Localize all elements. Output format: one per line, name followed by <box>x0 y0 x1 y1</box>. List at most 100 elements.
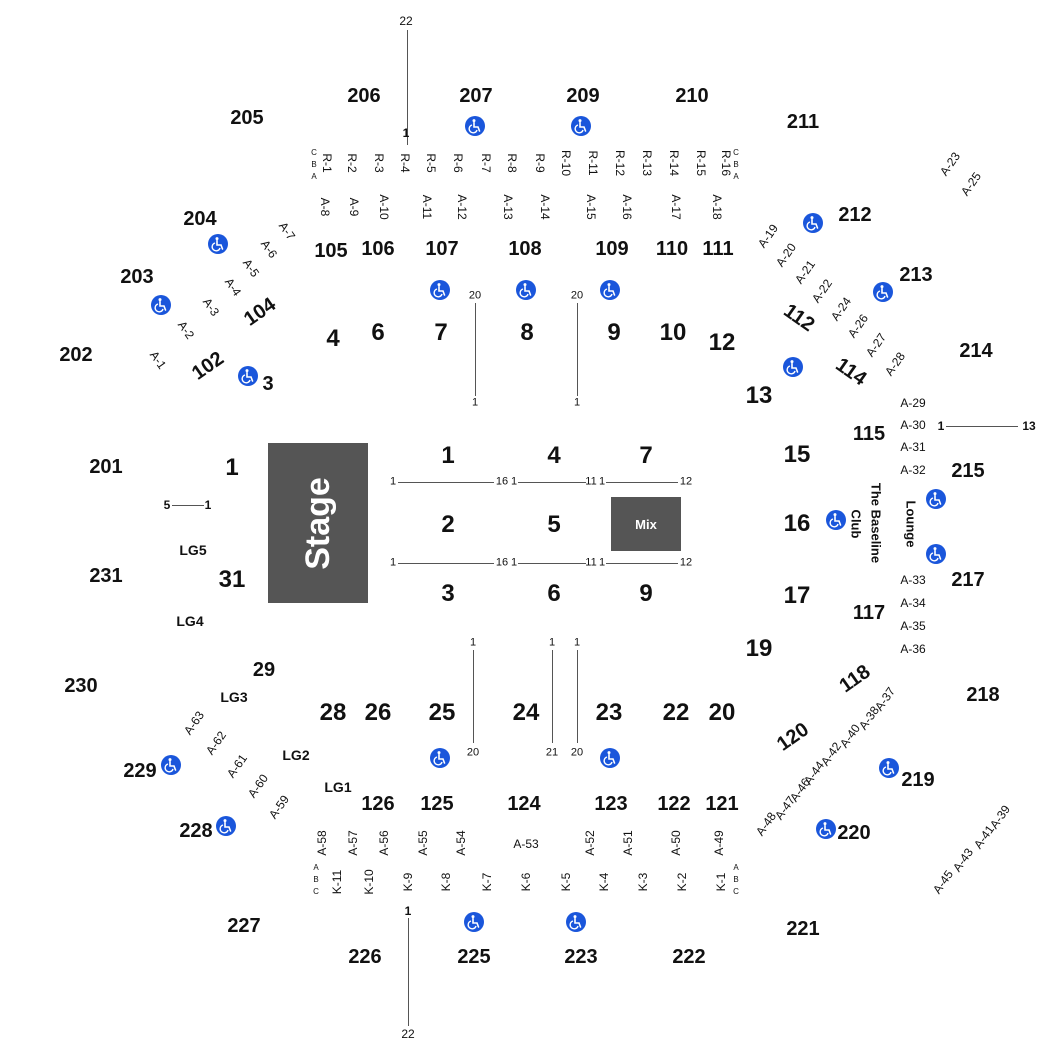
section-122[interactable]: 122 <box>657 793 691 815</box>
box-label[interactable]: A-2 <box>174 318 198 342</box>
section-212[interactable]: 212 <box>838 204 872 226</box>
section-223[interactable]: 223 <box>564 946 598 968</box>
section-225[interactable]: 225 <box>457 946 491 968</box>
section-117[interactable]: 117 <box>852 602 886 624</box>
ring-section-25[interactable]: 25 <box>428 699 456 726</box>
box-label[interactable]: A-29 <box>900 396 926 410</box>
section-124[interactable]: 124 <box>507 793 541 815</box>
section-110[interactable]: 110 <box>655 238 689 260</box>
box-label[interactable]: A-58 <box>315 830 329 856</box>
section-118[interactable]: 118 <box>835 660 875 698</box>
row-label[interactable]: R-9 <box>533 153 547 173</box>
box-label[interactable]: A-3 <box>199 295 223 319</box>
box-label[interactable]: A-43 <box>949 845 977 875</box>
section-211[interactable]: 211 <box>786 111 820 133</box>
row-label[interactable]: K-3 <box>636 872 650 892</box>
row-label[interactable]: R-14 <box>667 149 681 177</box>
box-label[interactable]: A-60 <box>244 771 272 801</box>
section-105[interactable]: 105 <box>314 240 348 262</box>
box-label[interactable]: A-28 <box>881 349 909 379</box>
ring-section-3[interactable]: 3 <box>262 373 274 395</box>
ring-section-28[interactable]: 28 <box>319 699 347 726</box>
section-126[interactable]: 126 <box>361 793 395 815</box>
box-label[interactable]: A-30 <box>900 418 926 432</box>
loge-lg1[interactable]: LG1 <box>324 779 352 795</box>
box-label[interactable]: A-10 <box>377 194 391 220</box>
box-label[interactable]: A-11 <box>420 194 434 220</box>
box-label[interactable]: A-53 <box>513 837 539 851</box>
row-label[interactable]: K-6 <box>519 872 533 892</box>
section-207[interactable]: 207 <box>459 85 493 107</box>
box-label[interactable]: A-63 <box>180 708 208 738</box>
section-213[interactable]: 213 <box>899 264 933 286</box>
section-206[interactable]: 206 <box>347 85 381 107</box>
box-label[interactable]: A-27 <box>862 330 890 360</box>
box-label[interactable]: A-34 <box>900 596 926 610</box>
section-205[interactable]: 205 <box>230 107 264 129</box>
row-label[interactable]: R-3 <box>372 153 386 173</box>
section-112[interactable]: 112 <box>779 299 819 337</box>
loge-lg3[interactable]: LG3 <box>220 689 248 705</box>
ring-section-7[interactable]: 7 <box>434 319 448 346</box>
row-label[interactable]: K-8 <box>439 872 453 892</box>
ring-section-22[interactable]: 22 <box>662 699 690 726</box>
box-label[interactable]: A-24 <box>827 294 855 324</box>
box-label[interactable]: A-25 <box>957 169 985 199</box>
row-label[interactable]: K-11 <box>330 869 344 895</box>
box-label[interactable]: A-16 <box>620 194 634 220</box>
row-label[interactable]: K-2 <box>675 872 689 892</box>
ring-section-24[interactable]: 24 <box>512 699 540 726</box>
box-label[interactable]: A-62 <box>202 728 230 758</box>
box-label[interactable]: A-33 <box>900 573 926 587</box>
box-label[interactable]: A-55 <box>416 830 430 856</box>
section-201[interactable]: 201 <box>89 456 123 478</box>
box-label[interactable]: A-49 <box>712 830 726 856</box>
box-label[interactable]: A-32 <box>900 463 926 477</box>
box-label[interactable]: A-23 <box>936 149 964 179</box>
section-215[interactable]: 215 <box>951 460 985 482</box>
ring-section-1[interactable]: 1 <box>225 454 239 481</box>
section-210[interactable]: 210 <box>675 85 709 107</box>
section-219[interactable]: 219 <box>901 769 935 791</box>
section-125[interactable]: 125 <box>420 793 454 815</box>
section-108[interactable]: 108 <box>508 238 542 260</box>
box-label[interactable]: A-18 <box>710 194 724 220</box>
row-label[interactable]: R-6 <box>451 153 465 173</box>
section-217[interactable]: 217 <box>951 569 985 591</box>
floor-section-5[interactable]: 5 <box>547 511 561 538</box>
box-label[interactable]: A-36 <box>900 642 926 656</box>
section-111[interactable]: 111 <box>702 238 734 260</box>
box-label[interactable]: A-12 <box>455 194 469 220</box>
box-label[interactable]: A-21 <box>791 257 819 287</box>
box-label[interactable]: A-5 <box>239 256 263 280</box>
section-107[interactable]: 107 <box>425 238 459 260</box>
floor-section-3[interactable]: 3 <box>441 580 455 607</box>
section-203[interactable]: 203 <box>120 266 154 288</box>
ring-section-4[interactable]: 4 <box>326 325 340 352</box>
row-label[interactable]: R-1 <box>320 153 334 173</box>
section-209[interactable]: 209 <box>566 85 600 107</box>
box-label[interactable]: A-7 <box>275 219 299 243</box>
section-106[interactable]: 106 <box>361 238 395 260</box>
section-114[interactable]: 114 <box>831 353 871 391</box>
section-104[interactable]: 104 <box>240 293 280 331</box>
box-label[interactable]: A-15 <box>584 194 598 220</box>
box-label[interactable]: A-1 <box>146 348 170 372</box>
section-220[interactable]: 220 <box>837 822 871 844</box>
box-label[interactable]: A-6 <box>257 237 281 261</box>
box-label[interactable]: A-61 <box>223 751 251 781</box>
row-label[interactable]: K-10 <box>362 869 376 895</box>
loge-lg4[interactable]: LG4 <box>176 613 204 629</box>
row-label[interactable]: R-13 <box>640 149 654 177</box>
ring-section-23[interactable]: 23 <box>595 699 623 726</box>
box-label[interactable]: A-20 <box>772 240 800 270</box>
row-label[interactable]: K-9 <box>401 872 415 892</box>
section-222[interactable]: 222 <box>672 946 706 968</box>
ring-section-26[interactable]: 26 <box>364 699 392 726</box>
row-label[interactable]: K-1 <box>714 872 728 892</box>
box-label[interactable]: A-48 <box>752 809 780 839</box>
box-label[interactable]: A-35 <box>900 619 926 633</box>
loge-lg2[interactable]: LG2 <box>282 747 310 763</box>
section-231[interactable]: 231 <box>89 565 123 587</box>
section-109[interactable]: 109 <box>595 238 629 260</box>
